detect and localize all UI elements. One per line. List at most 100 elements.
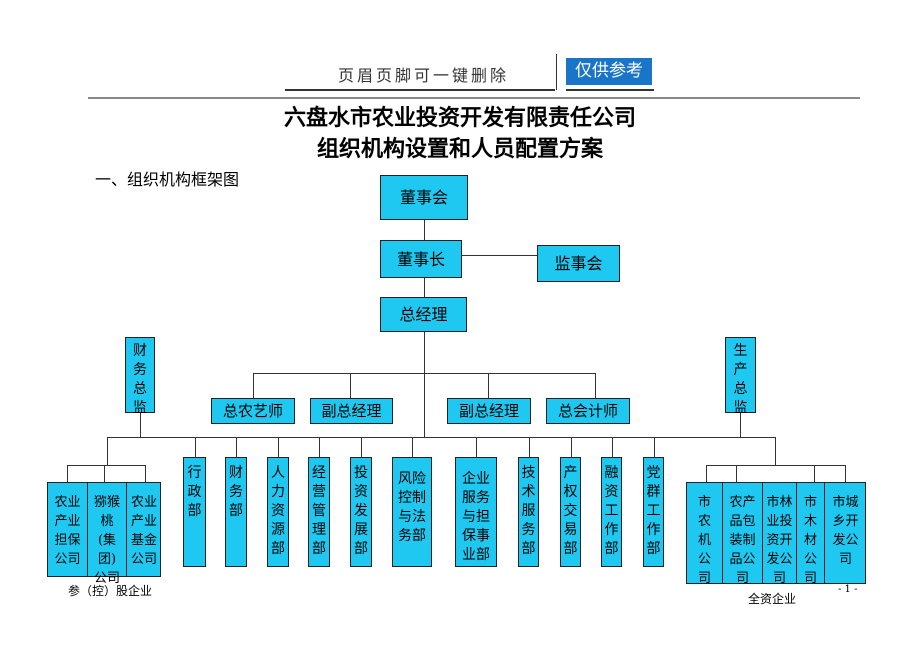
company-kiwi-group: 猕猴桃(集团)公司 [88,483,127,586]
title-line-2: 组织机构设置和人员配置方案 [316,137,603,162]
connector [350,373,351,398]
department-box: 融资工作部 [601,457,622,567]
department-label: 风险控制与法务部 [398,471,426,544]
department-label: 融资工作部 [604,465,619,557]
connector [529,437,530,457]
deputy-label: 副总经理 [458,401,519,420]
department-label: 企业服务与担保事业部 [462,471,490,563]
box-cfo: 财务总监 [125,337,155,416]
connector [412,437,413,457]
connector [424,278,425,297]
holding-companies-group: 农业产业担保公司 猕猴桃(集团)公司 农业产业基金公司 [47,482,161,586]
company-label: 市林业投资开发公司 [766,495,793,586]
connector [612,437,613,457]
department-label: 行政部 [187,465,202,519]
company-label: 农业产业担保公司 [54,495,81,567]
connector [654,437,655,457]
company-urban-rural: 市城乡开发公司 [825,483,866,583]
company-timber: 市木材公司 [797,483,825,586]
connector [107,437,108,465]
company-agri-guarantee: 农业产业担保公司 [48,483,88,576]
company-label: 农业产业基金公司 [130,495,157,567]
connector [236,437,237,457]
company-agri-fund: 农业产业基金公司 [127,483,161,576]
connector [361,437,362,457]
header-note: 页眉页脚可一键删除 [338,66,510,85]
connector [278,437,279,457]
page-number: - 1 - [838,584,858,595]
connector [814,465,815,482]
header-underline [285,89,555,91]
connector [571,437,572,457]
box-general-manager: 总经理 [380,297,467,332]
box-chief-agronomist: 总农艺师 [211,398,295,424]
connector [488,373,489,398]
connector [140,413,141,437]
box-chief-accountant: 总会计师 [546,398,630,424]
connector [253,373,596,374]
department-box: 技术服务部 [518,457,539,567]
department-box: 行政部 [183,457,206,567]
department-box: 人力资源部 [267,457,289,567]
connector [145,465,146,482]
connector [845,465,846,482]
connector [476,437,477,457]
header-divider [556,54,557,90]
department-box: 财务部 [225,457,247,567]
badge-underline [566,89,654,91]
connector [740,413,741,437]
company-label: 市城乡开发公司 [832,495,859,567]
connector [706,465,707,482]
deputy-label: 总农艺师 [222,401,283,420]
connector [736,465,737,482]
box-board: 董事会 [380,175,468,220]
supervisors-label: 监事会 [554,254,603,273]
connector [104,465,105,482]
company-label: 农产品包装制品公司 [729,495,756,586]
reference-badge: 仅供参考 [566,58,652,85]
connector [775,437,776,465]
connector [424,220,425,240]
coo-label: 生产总监 [733,343,748,416]
connector [706,465,846,466]
connector [195,437,196,457]
connector [67,465,146,466]
connector [253,373,254,398]
holding-caption: 参（控）股企业 [68,584,153,598]
header-rule [88,97,860,99]
department-box: 产权交易部 [560,457,581,567]
wholly-owned-caption: 全资企业 [748,592,797,606]
department-box: 投资发展部 [350,457,372,567]
box-coo: 生产总监 [725,337,756,416]
department-box: 经营管理部 [308,457,330,567]
company-label: 市木材公司 [803,495,817,586]
company-agri-machinery: 市农机公司 [687,483,723,586]
box-chairman: 董事长 [380,240,462,278]
department-label: 经营管理部 [312,465,326,557]
department-box: 风险控制与法务部 [392,457,432,567]
connector [424,332,425,437]
department-label: 党群工作部 [646,465,661,557]
wholly-owned-group: 市农机公司 农产品包装制品公司 市林业投资开发公司 市木材公司 市城乡开发公司 [686,482,866,586]
gm-label: 总经理 [399,305,448,324]
department-label: 财务部 [229,465,243,519]
department-box: 企业服务与担保事业部 [455,457,497,567]
box-deputy-gm-1: 副总经理 [310,398,393,424]
connector [595,373,596,398]
title-line-1: 六盘水市农业投资开发有限责任公司 [283,106,636,131]
company-forestry: 市林业投资开发公司 [763,483,797,586]
section-heading: 一、组织机构框架图 [95,170,240,189]
board-label: 董事会 [399,188,448,207]
company-label: 猕猴桃(集团)公司 [93,495,120,586]
connector [462,255,537,256]
company-packaging: 农产品包装制品公司 [723,483,763,586]
department-label: 人力资源部 [271,465,285,557]
company-label: 市农机公司 [697,495,711,586]
deputy-label: 副总经理 [321,401,382,420]
connector [67,465,68,482]
box-supervisors: 监事会 [537,245,620,282]
connector [319,437,320,457]
department-label: 产权交易部 [563,465,578,557]
cfo-label: 财务总监 [133,343,147,416]
